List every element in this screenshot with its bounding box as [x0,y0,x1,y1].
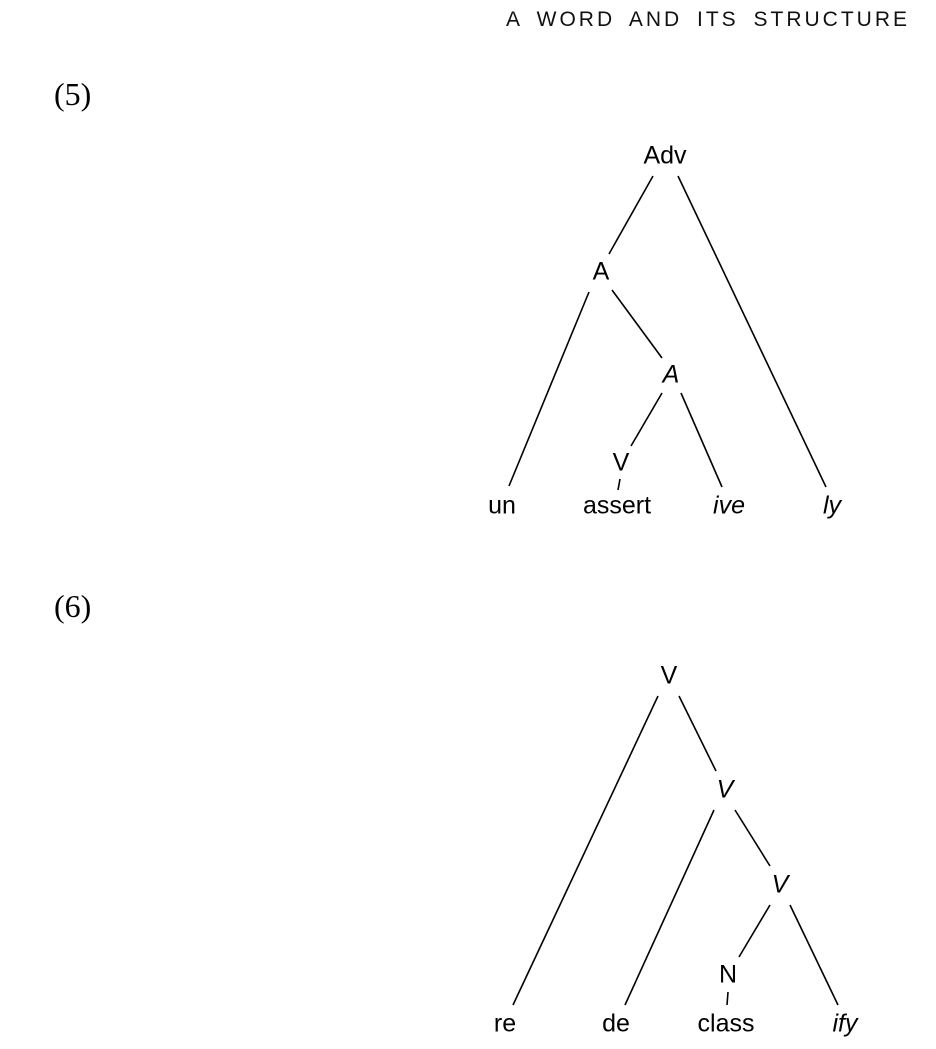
tree5-leaf-assert: assert [582,491,652,520]
tree6-edge-v3-n [738,904,771,958]
tree6-edge-v3-ify [789,904,839,1006]
tree6-node-n: N [718,960,738,989]
tree5-edge-a2-ive [680,392,723,488]
tree5-edge-adv-a [608,175,654,255]
tree6-node-v2-italic: V [716,775,734,804]
example-number-6: (6) [54,588,92,624]
tree6-edge-v1-re [512,695,659,1006]
tree6-edge-n-class [726,991,729,1006]
tree5-node-v: V [612,448,630,477]
tree5-leaf-ive: ive [713,491,745,520]
example-number-5: (5) [54,76,92,112]
tree6-edge-v2-v3 [734,809,771,867]
tree5-edge-a-un [508,291,590,487]
tree5-leaf-ly: ly [822,491,842,520]
tree6-edge-v2-de [624,809,715,1006]
tree5-node-adv: Adv [643,141,687,170]
tree6-node-v3-italic: V [771,870,789,899]
tree6-edge-v1-v2 [678,695,717,772]
tree6-leaf-class: class [697,1009,755,1038]
tree5-node-a: A [592,257,610,286]
tree5-node-a-italic: A [662,360,680,389]
tree5-edge-a2-v [630,392,663,447]
tree5-edge-v-assert [617,478,621,491]
tree6-leaf-re: re [493,1009,517,1038]
tree5-edge-a-a2 [611,289,663,359]
tree5-edge-adv-ly [677,175,827,488]
tree6-leaf-de: de [602,1009,630,1038]
page-header-title: A WORD AND ITS STRUCTURE [505,8,910,31]
tree5-leaf-un: un [488,491,516,520]
tree6-leaf-ify: ify [832,1009,858,1038]
tree6-node-v1: V [660,661,678,690]
